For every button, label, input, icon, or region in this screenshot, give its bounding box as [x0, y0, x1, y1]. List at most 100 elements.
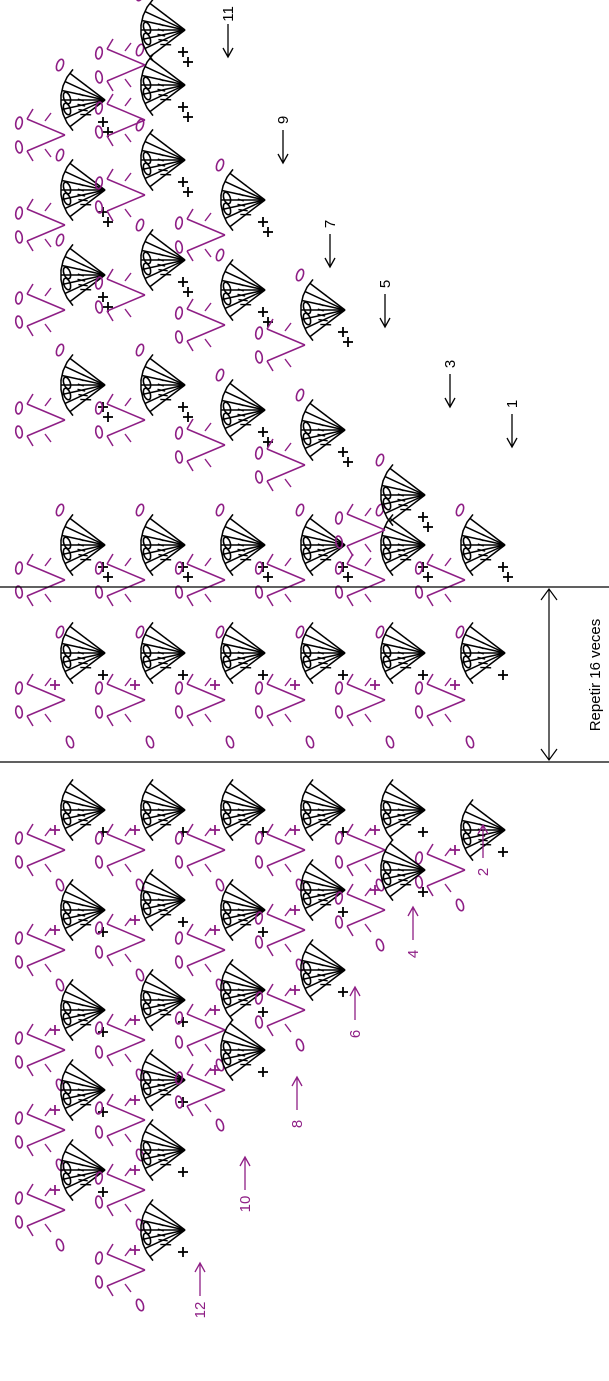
single-crochet-icon: [50, 680, 60, 690]
chain-stitch-icon: [462, 547, 472, 561]
chain-stitch-icon: [55, 343, 65, 357]
single-crochet-icon: [423, 572, 433, 582]
single-crochet-icon: [130, 915, 140, 925]
chain-stitch-icon: [145, 735, 155, 749]
chain-stitch-icon: [254, 991, 264, 1005]
single-crochet-icon: [98, 670, 108, 680]
single-crochet-icon: [130, 1245, 140, 1255]
chain-stitch-icon: [142, 801, 152, 815]
single-crochet-icon: [103, 412, 113, 422]
single-crochet-icon: [263, 227, 273, 237]
stitch-v-icon: [106, 38, 146, 92]
chain-stitch-icon: [375, 453, 385, 467]
chain-stitch-icon: [14, 315, 24, 329]
single-crochet-icon: [418, 512, 428, 522]
stitch-v-icon: [106, 1093, 146, 1147]
stitch-fan-icon: [140, 353, 186, 417]
chain-stitch-icon: [14, 1215, 24, 1229]
chain-stitch-icon: [174, 855, 184, 869]
chain-stitch-icon: [62, 277, 72, 291]
row-indicator-6: 6: [347, 985, 364, 1038]
stitch-v-icon: [26, 198, 66, 252]
stitch-v-icon: [26, 1183, 66, 1237]
chain-stitch-icon: [14, 585, 24, 599]
chain-stitch-icon: [222, 912, 232, 926]
chain-stitch-icon: [222, 644, 232, 658]
stitch-v-icon: [346, 503, 386, 557]
single-crochet-icon: [178, 277, 188, 287]
chain-stitch-icon: [62, 547, 72, 561]
chain-stitch-icon: [302, 432, 312, 446]
chain-stitch-icon: [142, 891, 152, 905]
chain-stitch-icon: [135, 1298, 145, 1312]
chain-stitch-icon: [382, 644, 392, 658]
chain-stitch-icon: [142, 162, 152, 176]
single-crochet-icon: [183, 572, 193, 582]
chain-stitch-icon: [455, 898, 465, 912]
chain-stitch-icon: [142, 655, 152, 669]
chain-stitch-icon: [302, 972, 312, 986]
stitch-v-icon: [266, 553, 306, 607]
single-crochet-icon: [498, 847, 508, 857]
stitch-fan-icon: [300, 858, 346, 922]
chain-stitch-icon: [14, 140, 24, 154]
chain-stitch-icon: [14, 955, 24, 969]
row-number: 7: [322, 220, 339, 228]
chain-stitch-icon: [382, 872, 392, 886]
chain-stitch-icon: [174, 681, 184, 695]
chain-stitch-icon: [94, 1171, 104, 1185]
single-crochet-icon: [130, 1095, 140, 1105]
chain-stitch-icon: [94, 46, 104, 60]
stitch-v-icon: [186, 298, 226, 352]
chain-stitch-icon: [62, 1001, 72, 1015]
chain-stitch-icon: [14, 931, 24, 945]
single-crochet-icon: [103, 217, 113, 227]
chain-stitch-icon: [254, 1015, 264, 1029]
chain-stitch-icon: [55, 503, 65, 517]
stitch-v-icon: [186, 553, 226, 607]
chain-stitch-icon: [222, 812, 232, 826]
stitch-fan-icon: [380, 513, 426, 577]
chain-stitch-icon: [462, 832, 472, 846]
row-number: 11: [220, 6, 237, 22]
chain-stitch-icon: [455, 503, 465, 517]
chain-stitch-icon: [135, 625, 145, 639]
stitch-fan-icon: [300, 621, 346, 685]
single-crochet-icon: [183, 57, 193, 67]
single-crochet-icon: [210, 925, 220, 935]
chain-stitch-icon: [94, 125, 104, 139]
row-number: 9: [275, 116, 292, 124]
single-crochet-icon: [130, 1015, 140, 1025]
chain-stitch-icon: [62, 91, 72, 105]
chain-stitch-icon: [382, 486, 392, 500]
chain-stitch-icon: [142, 151, 152, 165]
stitch-fan-icon: [380, 778, 426, 842]
chain-stitch-icon: [414, 561, 424, 575]
chain-stitch-icon: [135, 0, 145, 2]
single-crochet-icon: [130, 680, 140, 690]
chain-stitch-icon: [295, 268, 305, 282]
chain-stitch-icon: [334, 511, 344, 525]
chain-stitch-icon: [222, 281, 232, 295]
chain-stitch-icon: [215, 625, 225, 639]
chain-stitch-icon: [302, 961, 312, 975]
stitch-fan-icon: [140, 1198, 186, 1262]
chain-stitch-icon: [14, 425, 24, 439]
chain-stitch-icon: [14, 1135, 24, 1149]
chain-stitch-icon: [55, 625, 65, 639]
single-crochet-icon: [338, 987, 348, 997]
chain-stitch-icon: [462, 536, 472, 550]
stitch-v-icon: [186, 673, 226, 727]
chain-stitch-icon: [14, 206, 24, 220]
chain-stitch-icon: [135, 343, 145, 357]
chain-stitch-icon: [215, 503, 225, 517]
chain-stitch-icon: [142, 87, 152, 101]
chain-stitch-icon: [142, 547, 152, 561]
single-crochet-icon: [418, 670, 428, 680]
stitch-fan-icon: [300, 278, 346, 342]
chain-stitch-icon: [222, 292, 232, 306]
chain-stitch-icon: [174, 240, 184, 254]
row-number: 5: [377, 280, 394, 288]
chain-stitch-icon: [62, 266, 72, 280]
chain-stitch-icon: [174, 330, 184, 344]
